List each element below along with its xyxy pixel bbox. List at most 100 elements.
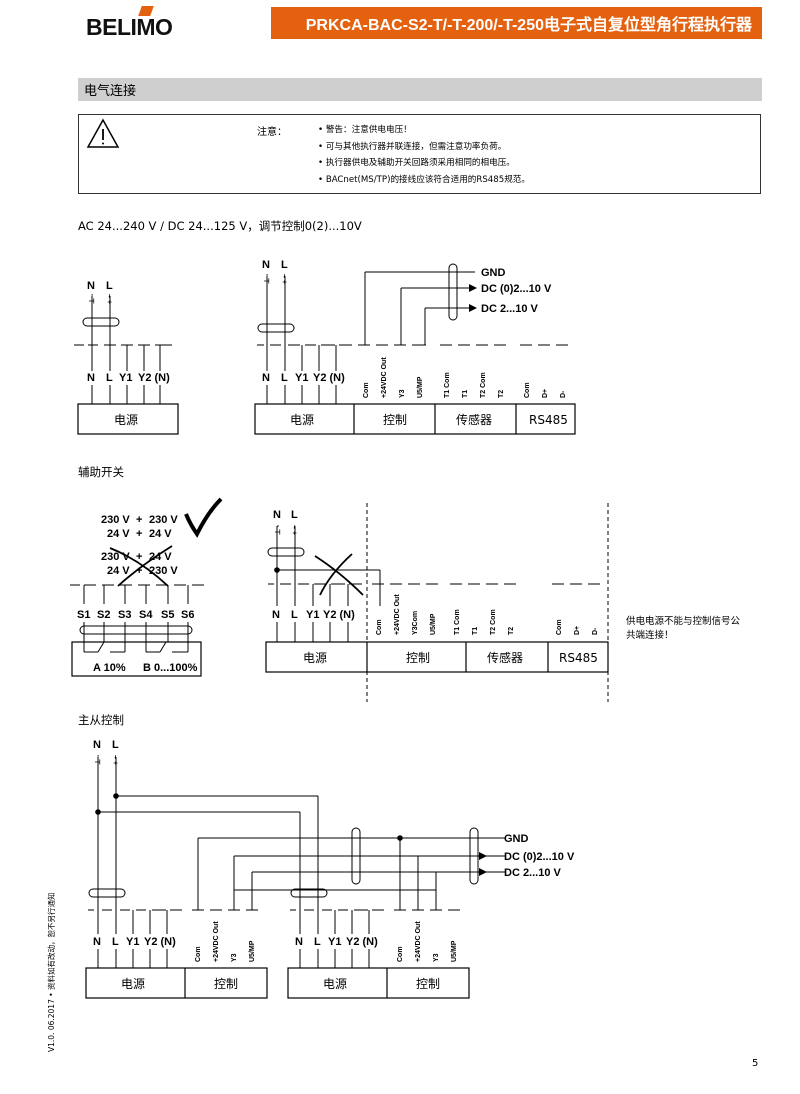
svg-text:U5/MP: U5/MP	[430, 613, 437, 635]
svg-text:U5/MP: U5/MP	[417, 376, 424, 398]
warn-note-line2: 共端连接！	[626, 629, 674, 641]
warn-note-line1: 供电电源不能与控制信号公	[626, 615, 741, 627]
cable-clamp-icon	[351, 827, 361, 885]
switch-a-icon	[83, 622, 126, 653]
svg-text:T1 Com: T1 Com	[444, 372, 451, 398]
note-item: 警告：注意供电电压！	[318, 122, 530, 139]
svg-text:T2: T2	[498, 390, 505, 398]
svg-text:L: L	[112, 739, 119, 751]
svg-text:24 V: 24 V	[107, 528, 130, 540]
svg-text:S5: S5	[161, 609, 174, 621]
svg-text:Y2 (N): Y2 (N)	[144, 936, 176, 948]
svg-text:+: +	[136, 565, 142, 577]
svg-text:Com: Com	[376, 619, 383, 635]
svg-text:T2: T2	[508, 627, 515, 635]
svg-text:电源: 电源	[290, 413, 314, 427]
svg-text:N: N	[93, 739, 101, 751]
svg-text:Y1: Y1	[126, 936, 139, 948]
svg-text:D+: D+	[574, 626, 581, 635]
svg-text:控制: 控制	[214, 977, 238, 991]
svg-text:GND: GND	[481, 267, 506, 279]
note-box	[78, 114, 761, 194]
svg-text:230 V: 230 V	[149, 565, 178, 577]
check-mark-icon	[184, 497, 223, 538]
diagram-1-right: N L ⊥ - + ~ N L Y1 Y2 (N)	[254, 259, 576, 435]
svg-text:DC 2...10 V: DC 2...10 V	[481, 303, 539, 315]
svg-text:N: N	[272, 609, 280, 621]
svg-text:24 V: 24 V	[107, 565, 130, 577]
svg-text:S6: S6	[181, 609, 194, 621]
page-number: 5	[752, 1058, 759, 1069]
svg-text:Y1: Y1	[328, 936, 341, 948]
cross-icon	[314, 555, 364, 596]
svg-text:L: L	[112, 936, 119, 948]
svg-text:电源: 电源	[323, 977, 347, 991]
y1-terminal: Y1	[119, 372, 132, 384]
svg-text:+: +	[136, 551, 142, 563]
svg-text:+24VDC Out: +24VDC Out	[381, 357, 388, 398]
page-title: PRKCA-BAC-S2-T/-T-200/-T-250电子式自复位型角行程执行…	[271, 7, 762, 39]
svg-text:U5/MP: U5/MP	[451, 940, 458, 962]
svg-text:L: L	[281, 259, 288, 271]
l-terminal: L	[106, 372, 113, 384]
version-note: V1.0. 06.2017 • 资料如有改动，恕不另行通知	[47, 892, 56, 1052]
svg-text:24 V: 24 V	[149, 528, 172, 540]
svg-text:Y1: Y1	[306, 609, 319, 621]
svg-text:S2: S2	[97, 609, 110, 621]
svg-text:GND: GND	[504, 833, 529, 845]
note-item: BACnet(MS/TP)的接线应该符合适用的RS485规范。	[318, 172, 530, 189]
svg-text:D-: D-	[592, 627, 599, 635]
svg-text:24 V: 24 V	[149, 551, 172, 563]
section-title: 电气连接	[78, 78, 762, 101]
svg-text:Com: Com	[397, 946, 404, 962]
power-label: 电源	[114, 413, 138, 427]
svg-text:T1: T1	[472, 627, 479, 635]
svg-text:+: +	[136, 514, 142, 526]
svg-text:S3: S3	[118, 609, 131, 621]
svg-text:N: N	[262, 259, 270, 271]
svg-text:B 0...100%: B 0...100%	[143, 662, 198, 674]
l-label: L	[106, 280, 113, 292]
svg-text:L: L	[281, 372, 288, 384]
note-item: 可与其他执行器并联连接，但需注意功率负荷。	[318, 139, 530, 156]
svg-text:Com: Com	[556, 619, 563, 635]
cable-clamp-icon	[290, 888, 328, 898]
switch-b-icon	[145, 622, 189, 653]
svg-text:传感器: 传感器	[487, 650, 523, 665]
svg-text:Y3: Y3	[399, 389, 406, 398]
svg-text:T1 Com: T1 Com	[454, 609, 461, 635]
svg-text:传感器: 传感器	[456, 412, 492, 427]
svg-text:DC (0)2...10 V: DC (0)2...10 V	[504, 851, 575, 863]
svg-text:Y1: Y1	[295, 372, 308, 384]
svg-text:控制: 控制	[383, 413, 407, 427]
note-list: 警告：注意供电电压！ 可与其他执行器并联连接，但需注意功率负荷。 执行器供电及辅…	[318, 122, 530, 188]
svg-text:L: L	[291, 509, 298, 521]
y2-terminal: Y2 (N)	[138, 372, 170, 384]
svg-text:D-: D-	[560, 390, 567, 398]
svg-text:电源: 电源	[303, 651, 327, 665]
diagram-1-left: N L ⊥ - + ~ N L Y1 Y2 (N) 电源	[74, 280, 179, 435]
svg-text:U5/MP: U5/MP	[249, 940, 256, 962]
svg-text:N: N	[295, 936, 303, 948]
cable-clamp-icon	[79, 625, 193, 635]
svg-text:N: N	[93, 936, 101, 948]
diagram-2-right: N L ⊥ - + ~ N L Y1 Y2 (N)	[265, 503, 741, 702]
svg-text:T2 Com: T2 Com	[490, 609, 497, 635]
svg-text:S1: S1	[77, 609, 90, 621]
svg-text:T1: T1	[462, 390, 469, 398]
svg-text:RS485: RS485	[559, 651, 598, 665]
svg-text:230 V: 230 V	[101, 551, 130, 563]
note-item: 执行器供电及辅助开关回路须采用相同的相电压。	[318, 155, 530, 172]
note-label: 注意：	[257, 127, 287, 138]
heading-supply: AC 24...240 V / DC 24...125 V，调节控制0(2)..…	[78, 219, 362, 233]
svg-text:A 10%: A 10%	[93, 662, 126, 674]
svg-text:N: N	[273, 509, 281, 521]
cable-clamp-icon	[88, 888, 126, 898]
cable-clamp-icon	[82, 317, 120, 327]
svg-text:Y2 (N): Y2 (N)	[313, 372, 345, 384]
cross-icon	[109, 547, 169, 587]
svg-text:⊥ -: ⊥ -	[274, 524, 282, 535]
svg-text:控制: 控制	[416, 977, 440, 991]
svg-text:Com: Com	[524, 382, 531, 398]
